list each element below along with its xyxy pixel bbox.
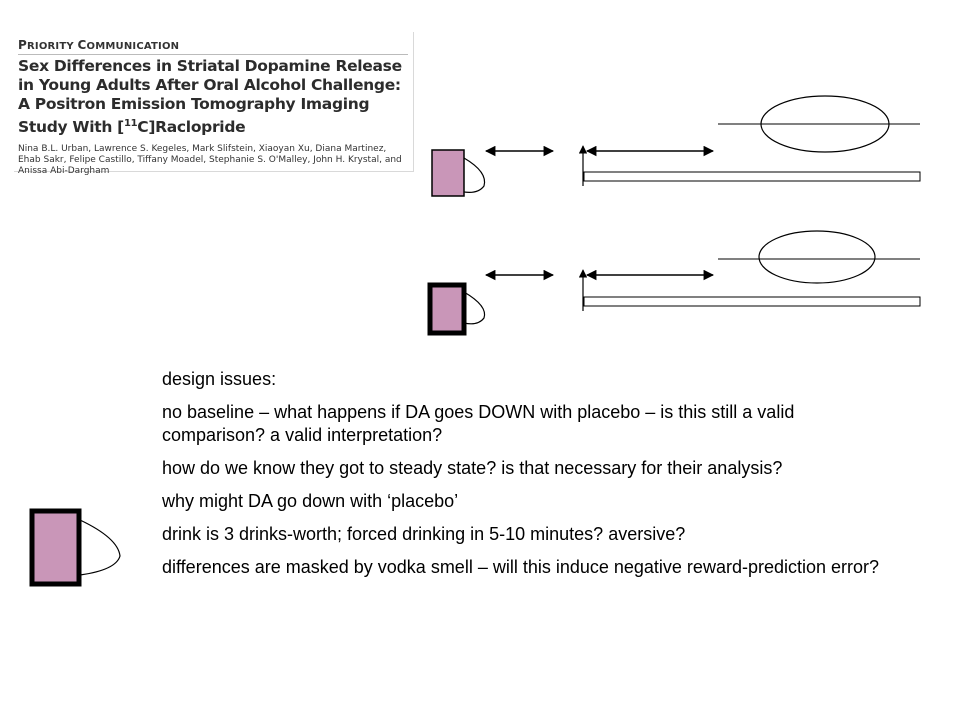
paper-title-superscript: 11 (123, 118, 138, 129)
notes-heading: design issues: (162, 369, 277, 389)
cup-icon (427, 282, 467, 336)
cup-handle-icon (79, 519, 121, 576)
note-item: how do we know they got to steady state?… (162, 458, 783, 478)
scan-timeline-bar (583, 296, 921, 307)
peak-ellipse (760, 95, 890, 153)
section-kicker: PRIORITY COMMUNICATION (18, 38, 179, 52)
scan-timeline-bar (583, 171, 921, 182)
paper-title: Sex Differences in Striatal Dopamine Rel… (18, 57, 410, 137)
cup-handle-icon (463, 157, 486, 193)
large-cup (29, 508, 121, 587)
paper-header-image: PRIORITY COMMUNICATION Sex Differences i… (14, 32, 414, 176)
kicker-word1: RIORITY (27, 41, 78, 52)
kicker-word2: OMMUNICATION (86, 41, 180, 52)
note-item: drink is 3 drinks-worth; forced drinking… (162, 524, 686, 544)
note-item: no baseline – what happens if DA goes DO… (162, 402, 795, 445)
kicker-initial-c: C (77, 38, 87, 52)
peak-ellipse (758, 230, 876, 284)
cup-handle-icon (463, 291, 486, 325)
diagram-row-1 (431, 95, 921, 197)
cup-icon (431, 149, 465, 197)
paper-title-end: C]Raclopride (137, 118, 246, 137)
kicker-divider (18, 54, 408, 55)
cup-icon (29, 508, 82, 587)
note-item: why might DA go down with ‘placebo’ (162, 491, 459, 511)
note-item: differences are masked by vodka smell – … (162, 557, 880, 577)
paper-title-main: Sex Differences in Striatal Dopamine Rel… (18, 57, 402, 137)
kicker-initial: P (18, 38, 27, 52)
paper-authors: Nina B.L. Urban, Lawrence S. Kegeles, Ma… (18, 144, 402, 176)
design-issues-notes: design issues: no baseline – what happen… (162, 368, 902, 589)
diagram-row-2 (427, 230, 921, 336)
